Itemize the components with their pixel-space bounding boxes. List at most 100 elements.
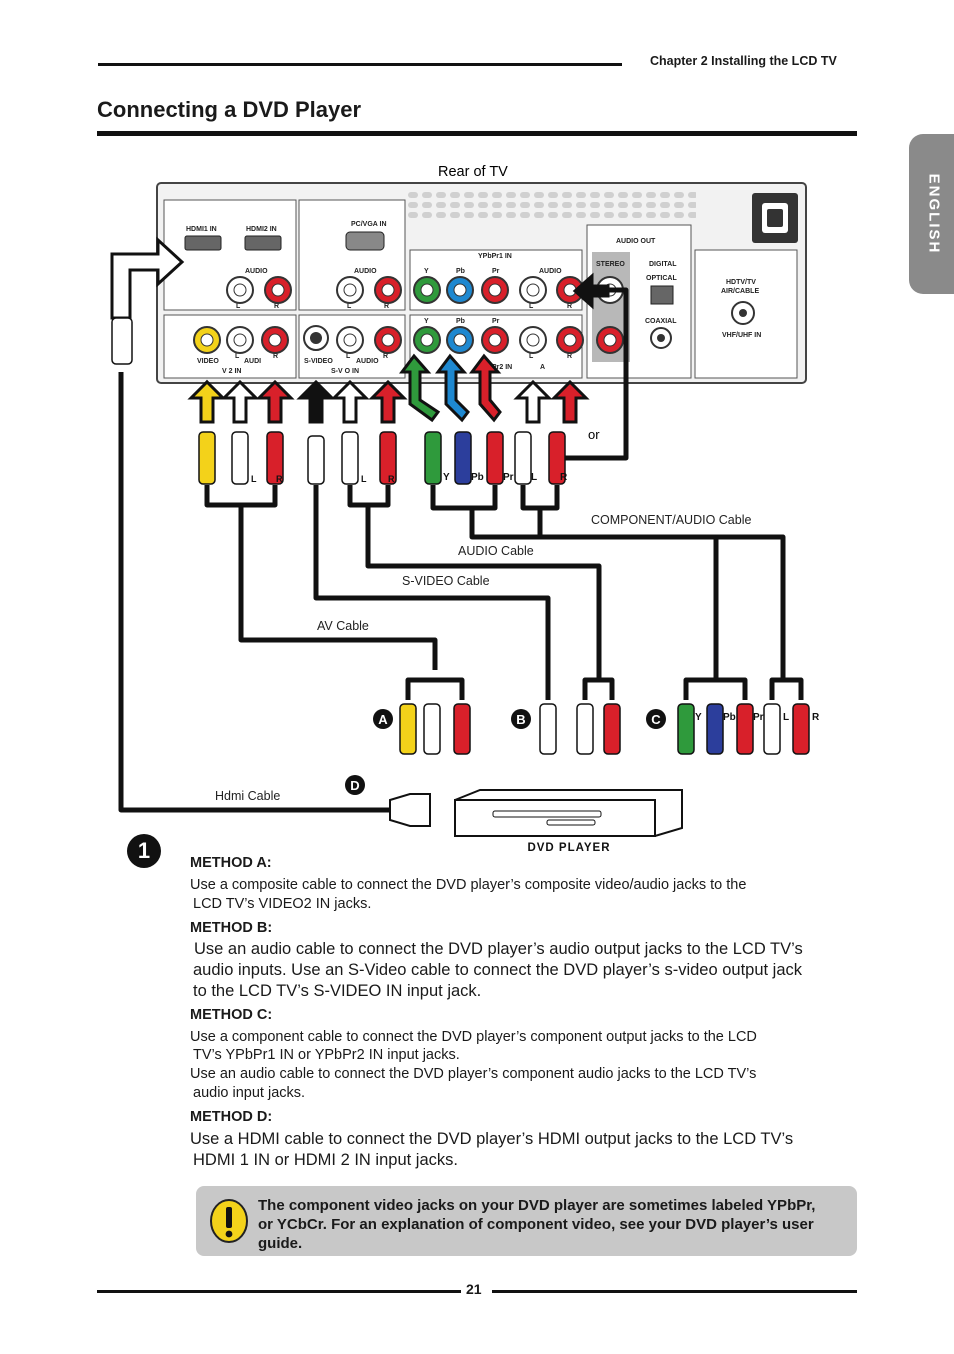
chapter-title: Chapter 2 Installing the LCD TV xyxy=(650,54,837,68)
vga-port xyxy=(345,231,385,251)
svg-text:Y: Y xyxy=(424,318,429,325)
page-title: Connecting a DVD Player xyxy=(97,97,362,122)
svg-text:L: L xyxy=(783,712,789,723)
digital-label: DIGITAL xyxy=(649,261,677,268)
method-c-heading: METHOD C: xyxy=(190,1007,273,1023)
svg-text:AUDI: AUDI xyxy=(244,358,261,365)
svg-text:L: L xyxy=(531,472,537,483)
svg-text:Pb: Pb xyxy=(456,268,465,275)
audio-jack-row-1 xyxy=(226,276,755,354)
method-d-heading: METHOD D: xyxy=(190,1109,273,1125)
svg-text:Y: Y xyxy=(443,472,450,483)
svg-text:Pr: Pr xyxy=(492,318,500,325)
optical-label: OPTICAL xyxy=(646,275,677,282)
exclamation-icon xyxy=(210,1199,248,1243)
svg-text:L: L xyxy=(346,353,351,360)
svg-text:L: L xyxy=(529,353,534,360)
svg-text:Pr2 IN: Pr2 IN xyxy=(492,364,512,371)
svideo-cable-label: S-VIDEO Cable xyxy=(402,574,490,588)
or-label: or xyxy=(588,427,600,442)
step-marker: 1 xyxy=(127,834,161,868)
audio-label-2: AUDIO xyxy=(354,268,377,275)
badge-d: D xyxy=(350,778,359,793)
svg-text:R: R xyxy=(388,474,395,484)
svg-text:R: R xyxy=(273,353,278,360)
optical-port xyxy=(650,285,674,305)
svg-text:L: L xyxy=(361,474,367,484)
svg-text:A: A xyxy=(540,364,545,371)
svg-text:L: L xyxy=(347,303,352,310)
method-a-heading: METHOD A: xyxy=(190,855,272,871)
svg-text:R: R xyxy=(812,712,820,723)
svg-text:R: R xyxy=(276,474,283,484)
title-rule xyxy=(97,131,857,136)
footer-rule-left xyxy=(97,1290,461,1293)
svg-text:Pb: Pb xyxy=(456,318,465,325)
svg-text:R: R xyxy=(567,353,572,360)
note-box xyxy=(196,1186,857,1256)
vent-grille xyxy=(408,189,696,221)
svg-text:S-VIDEO: S-VIDEO xyxy=(304,358,333,365)
svg-text:L: L xyxy=(251,474,257,484)
hdmi2-label: HDMI2 IN xyxy=(246,226,277,233)
badge-a: A xyxy=(378,712,388,727)
av-cable-label: AV Cable xyxy=(317,619,369,633)
svg-text:L: L xyxy=(235,353,240,360)
vhf-label: VHF/UHF IN xyxy=(722,332,761,339)
svg-text:Y: Y xyxy=(695,712,702,723)
svg-text:Pr: Pr xyxy=(503,472,514,483)
svg-text:R: R xyxy=(560,472,568,483)
language-tab xyxy=(909,134,954,294)
pcvga-label: PC/VGA IN xyxy=(351,221,387,228)
method-c-line2: TV’s YPbPr1 IN or YPbPr2 IN input jacks. xyxy=(193,1047,460,1063)
page-number: 21 xyxy=(466,1281,482,1297)
svg-text:Pb: Pb xyxy=(471,472,484,483)
method-d-line1: Use a HDMI cable to connect the DVD play… xyxy=(190,1130,794,1148)
svg-text:R: R xyxy=(274,303,279,310)
hdmi1-label: HDMI1 IN xyxy=(186,226,217,233)
hdtv-label: HDTV/TV xyxy=(726,279,756,286)
header-rule xyxy=(98,63,622,66)
svg-text:VIDEO: VIDEO xyxy=(197,358,219,365)
component-audio-cable-label: COMPONENT/AUDIO Cable xyxy=(591,513,751,527)
method-b-line2: audio inputs. Use an S-Video cable to co… xyxy=(193,961,803,979)
svg-text:Y: Y xyxy=(424,268,429,275)
hdmi1-port xyxy=(184,235,222,251)
dvd-player-label: DVD PLAYER xyxy=(527,842,610,854)
note-text: The component video jacks on your DVD pl… xyxy=(258,1197,816,1252)
method-c-line4: audio input jacks. xyxy=(193,1085,306,1101)
plugs-dvd-end xyxy=(399,703,810,755)
svg-text:R: R xyxy=(567,303,572,310)
svg-text:AUDIO: AUDIO xyxy=(356,358,379,365)
hdmi2-port xyxy=(244,235,282,251)
audio-out-label: AUDIO OUT xyxy=(616,238,656,245)
svg-text:Pr: Pr xyxy=(753,712,764,723)
method-a-line2: LCD TV’s VIDEO2 IN jacks. xyxy=(193,896,372,912)
coaxial-label: COAXIAL xyxy=(645,318,677,325)
method-c-line3: Use an audio cable to connect the DVD pl… xyxy=(190,1066,757,1082)
svg-text:S-V O IN: S-V O IN xyxy=(331,368,359,375)
badge-b: B xyxy=(516,712,525,727)
method-b-line3: to the LCD TV’s S-VIDEO IN input jack. xyxy=(193,982,482,1000)
plugs-tv-end xyxy=(111,317,566,485)
svg-text:L: L xyxy=(236,303,241,310)
svg-text:Pr: Pr xyxy=(492,268,500,275)
connection-diagram: Rear of TV HDMI1 IN HDMI2 IN PC/VGA IN A… xyxy=(110,164,820,854)
ypbpr1-label: YPbPr1 IN xyxy=(478,253,512,260)
svg-text:AUDIO: AUDIO xyxy=(539,268,562,275)
stereo-label: STEREO xyxy=(596,261,625,268)
method-a-line1: Use a composite cable to connect the DVD… xyxy=(190,877,747,893)
svg-text:L: L xyxy=(529,303,534,310)
svg-text:R: R xyxy=(384,303,389,310)
arrows-into-tv xyxy=(110,236,610,424)
aircable-label: AIR/CABLE xyxy=(721,288,759,295)
hdmi-cable-label: Hdmi Cable xyxy=(215,789,280,803)
svg-text:V 2 IN: V 2 IN xyxy=(222,368,241,375)
method-b-line1: Use an audio cable to connect the DVD pl… xyxy=(194,940,803,958)
method-badges: A B C D xyxy=(345,709,666,795)
method-d-line2: HDMI 1 IN or HDMI 2 IN input jacks. xyxy=(193,1151,458,1169)
method-c-line1: Use a component cable to connect the DVD… xyxy=(190,1029,757,1045)
method-b-heading: METHOD B: xyxy=(190,920,273,936)
badge-c: C xyxy=(651,712,661,727)
dvd-player-illustration: DVD PLAYER xyxy=(454,789,683,854)
